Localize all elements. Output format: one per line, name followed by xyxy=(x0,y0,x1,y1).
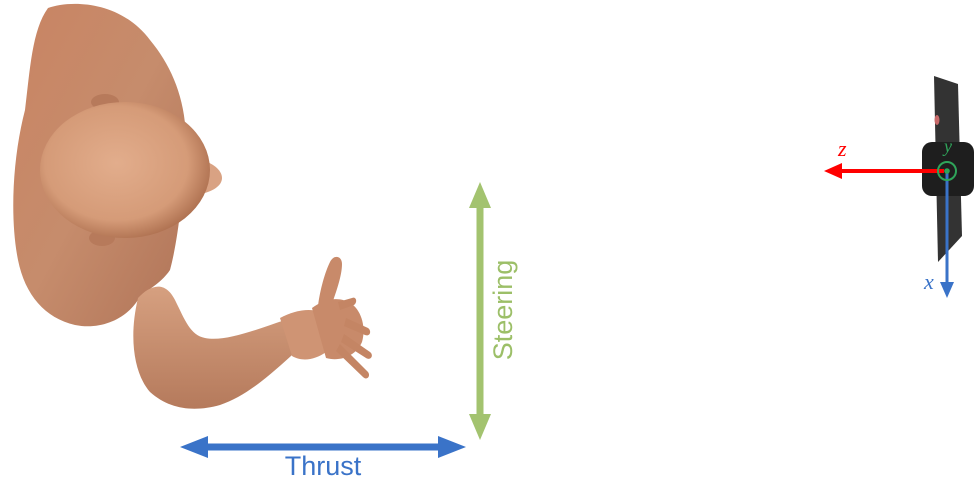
x-axis-label: x xyxy=(923,269,934,294)
head xyxy=(40,102,210,238)
human-figure-top-view xyxy=(13,4,372,409)
device-led xyxy=(935,115,940,125)
upper-arm xyxy=(133,287,300,409)
x-axis-head xyxy=(940,282,954,298)
z-axis-head xyxy=(824,163,842,179)
z-axis-label: z xyxy=(837,136,847,161)
steering-label: Steering xyxy=(488,260,518,361)
thrust-label: Thrust xyxy=(285,451,362,479)
y-axis-label: y xyxy=(942,136,952,156)
y-axis-dot xyxy=(944,168,950,174)
thumb xyxy=(318,257,342,306)
